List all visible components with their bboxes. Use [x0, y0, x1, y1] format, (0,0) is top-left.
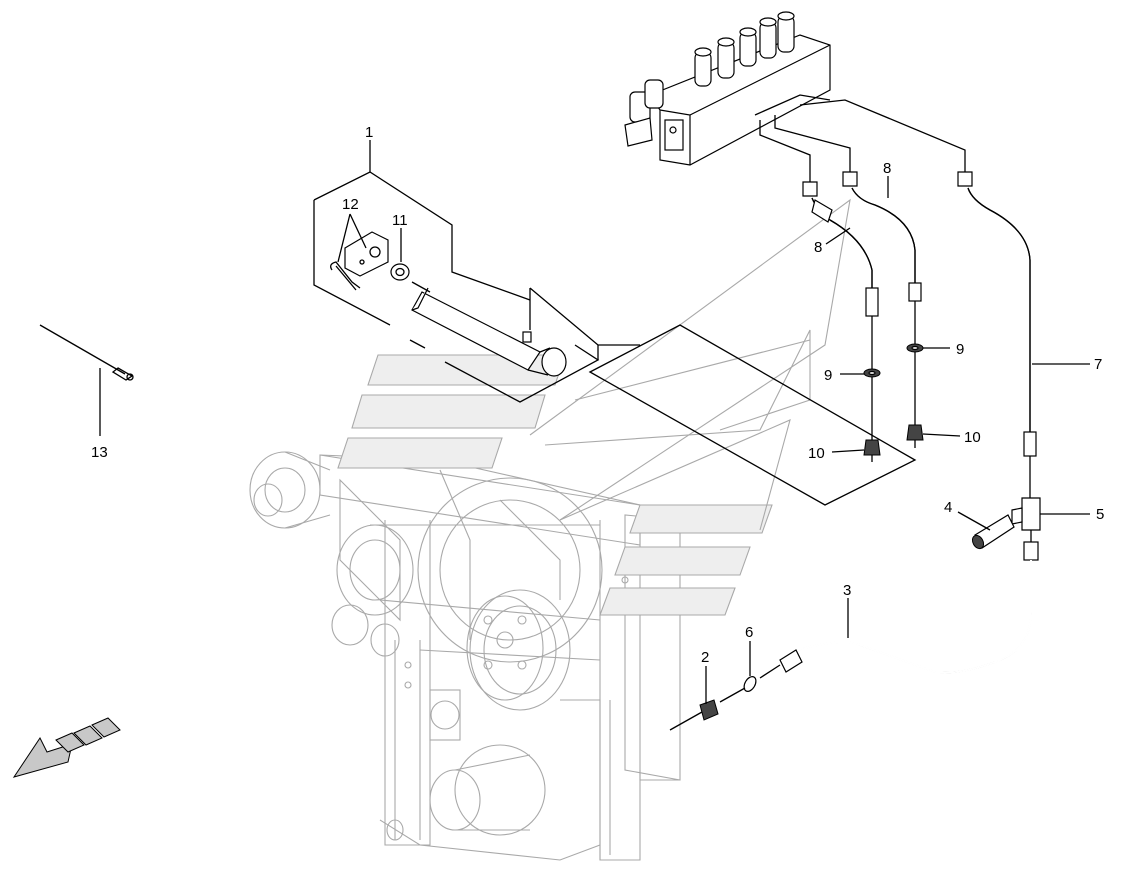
hose-lines	[759, 99, 1037, 498]
callout-9-left: 9	[824, 367, 832, 384]
guard-outline	[529, 287, 917, 506]
cable-tie	[39, 324, 134, 381]
callout-4: 4	[944, 499, 952, 516]
callout-2: 2	[701, 649, 709, 666]
leader-lines	[99, 140, 1090, 704]
callout-labels: 1 2 3 4 5 6 7 8 8 9 9 10 10 11 12 13	[91, 124, 1104, 666]
callout-8-left: 8	[814, 239, 822, 256]
callout-1: 1	[365, 124, 373, 141]
callout-3: 3	[843, 582, 851, 599]
callout-10-left: 10	[808, 445, 825, 462]
callout-8-right: 8	[883, 160, 891, 177]
tee-and-pipe	[669, 497, 1041, 731]
callout-6: 6	[745, 624, 753, 641]
machine-frame-ghost	[249, 451, 681, 861]
cylinder-kit	[313, 171, 600, 403]
callout-13: 13	[91, 444, 108, 461]
direction-arrow-icon	[12, 717, 121, 778]
callout-12: 12	[342, 196, 359, 213]
callout-10-right: 10	[964, 429, 981, 446]
callout-9-right: 9	[956, 341, 964, 358]
callout-11: 11	[392, 212, 408, 229]
callout-7: 7	[1094, 356, 1102, 373]
valve-block	[624, 11, 831, 166]
guard-panels-ghost	[337, 198, 851, 616]
callout-5: 5	[1096, 506, 1104, 523]
